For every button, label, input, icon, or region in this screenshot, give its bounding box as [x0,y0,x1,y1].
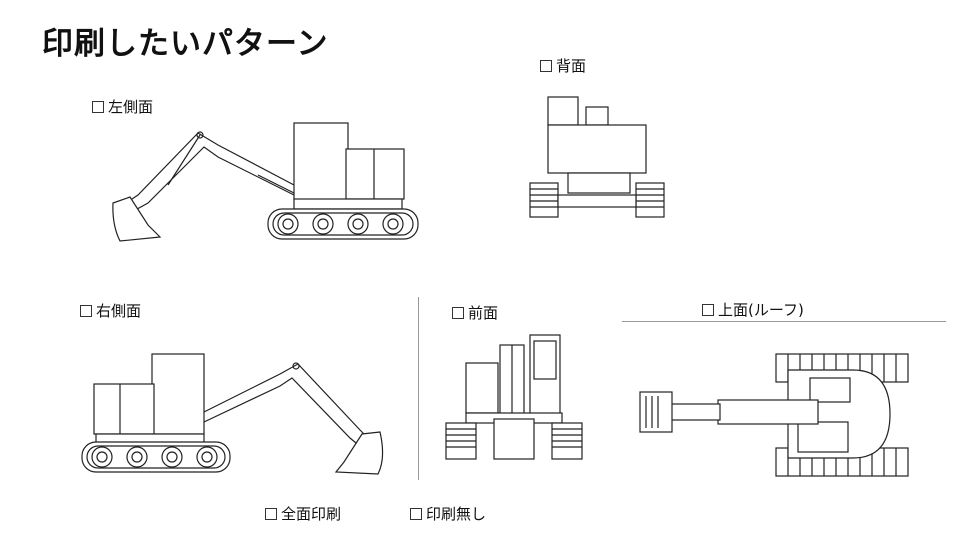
checkbox[interactable] [265,507,277,520]
option-right-side[interactable]: 右側面 [80,300,141,321]
excavator-left-side-image [112,122,419,242]
checkbox[interactable] [702,303,714,316]
checkbox[interactable] [410,507,422,520]
checkbox[interactable] [540,59,552,72]
option-left-side[interactable]: 左側面 [92,96,153,117]
option-label: 上面(ルーフ) [718,301,804,319]
excavator-right-side-image [81,353,384,475]
option-all-print[interactable]: 全面印刷 [265,503,341,524]
option-label: 右側面 [96,302,142,320]
option-label: 左側面 [108,98,154,116]
checkbox[interactable] [452,306,464,319]
horizontal-divider [622,321,946,322]
checkbox[interactable] [80,304,92,317]
checkbox[interactable] [92,100,104,113]
option-front[interactable]: 前面 [452,302,498,323]
option-label: 印刷無し [426,505,487,523]
option-no-print[interactable]: 印刷無し [410,503,486,524]
option-label: 前面 [468,304,499,322]
excavator-top-roof-image [639,353,909,477]
option-top-roof[interactable]: 上面(ルーフ) [702,299,804,320]
vertical-divider [418,297,419,480]
option-label: 全面印刷 [281,505,342,523]
excavator-front-image [445,334,583,460]
page-title: 印刷したいパターン [42,26,329,62]
option-back[interactable]: 背面 [540,55,586,76]
option-label: 背面 [556,57,587,75]
excavator-back-image [529,96,665,218]
